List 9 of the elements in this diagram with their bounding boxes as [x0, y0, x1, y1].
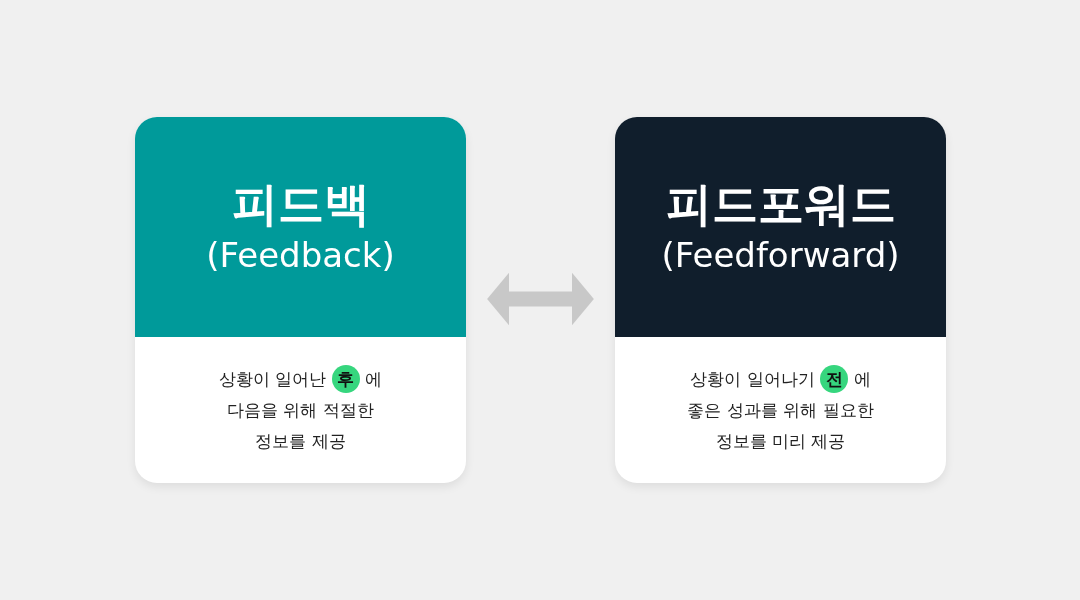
card-title: 피드포워드	[665, 177, 896, 233]
concept-card	[135, 117, 466, 483]
card-description: 상황이 일어난 후 에 다음을 위해 적절한 정보를 제공	[205, 363, 396, 457]
card-subtitle: (Feedback)	[206, 233, 395, 277]
double-arrow	[487, 272, 594, 326]
concept-card	[615, 117, 946, 483]
card-title: 피드백	[231, 177, 370, 233]
card-subtitle: (Feedforward)	[661, 233, 900, 277]
card-description: 상황이 일어나기 전 에 좋은 성과를 위해 필요한 정보를 미리 제공	[673, 363, 888, 457]
